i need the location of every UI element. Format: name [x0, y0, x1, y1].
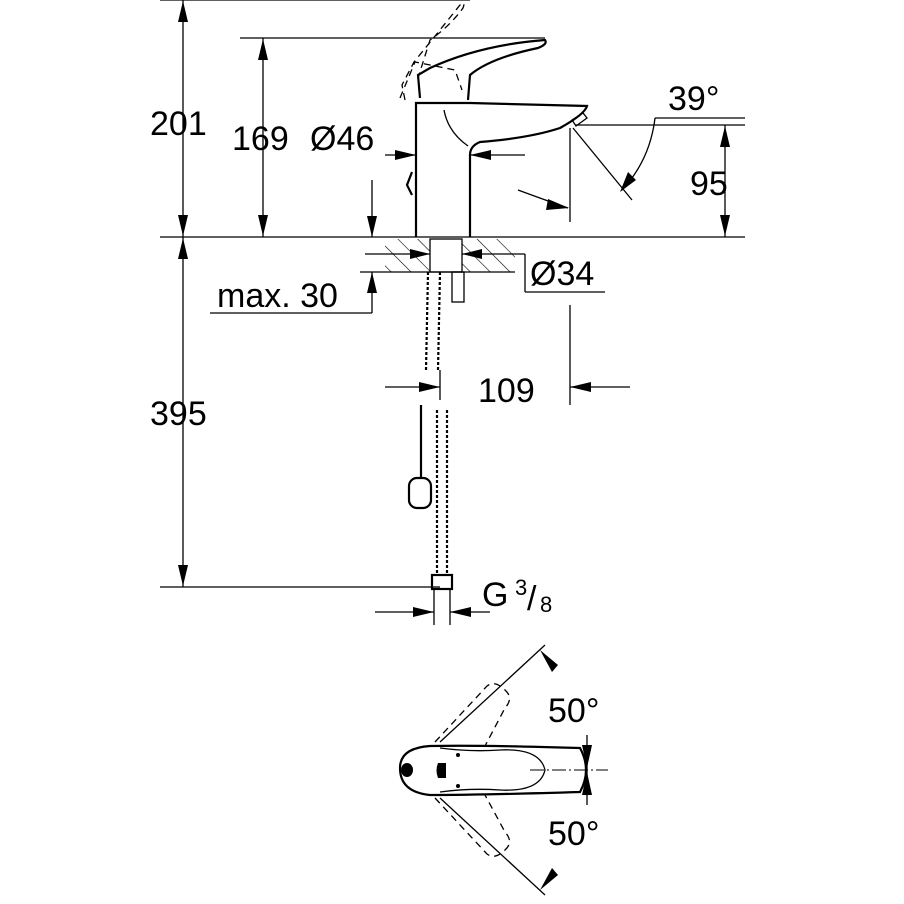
label-spout-angle: 39°: [668, 80, 719, 118]
faucet-body-side: [399, 2, 589, 237]
label-body-diameter: Ø46: [310, 120, 374, 158]
label-spout-reach: 109: [478, 372, 535, 410]
label-hose-length: 395: [150, 395, 207, 433]
supply-hoses: [407, 271, 454, 625]
label-spout-clearance: 95: [690, 165, 728, 203]
dimension-thread: [375, 607, 490, 617]
dimension-spout-reach: [385, 305, 630, 405]
label-max-thickness: max. 30: [217, 277, 338, 315]
dimension-hose-length: [178, 237, 188, 587]
dimension-spout-height: [258, 38, 268, 237]
dimension-total-height: [178, 0, 188, 237]
label-handle-angle-right: 50°: [548, 815, 599, 853]
dimension-hole-diameter: [365, 249, 605, 293]
reference-lines: [160, 0, 745, 588]
label-thread-slash: /: [527, 580, 537, 618]
label-total-height: 201: [150, 105, 207, 143]
dimension-spout-angle: [517, 117, 745, 210]
faucet-top-view: [398, 644, 608, 896]
label-hole-diameter: Ø34: [530, 255, 594, 293]
label-thread-denominator: 8: [540, 592, 552, 617]
dimension-body-diameter: [385, 150, 525, 160]
label-spout-height: 169: [232, 120, 289, 158]
label-thread-numerator: 3: [515, 575, 527, 600]
dimension-max-thickness: [210, 180, 385, 314]
counter-section: [385, 238, 515, 303]
label-thread: G: [482, 576, 508, 614]
dimension-spout-clearance: [569, 124, 745, 237]
label-handle-angle-left: 50°: [548, 692, 599, 730]
